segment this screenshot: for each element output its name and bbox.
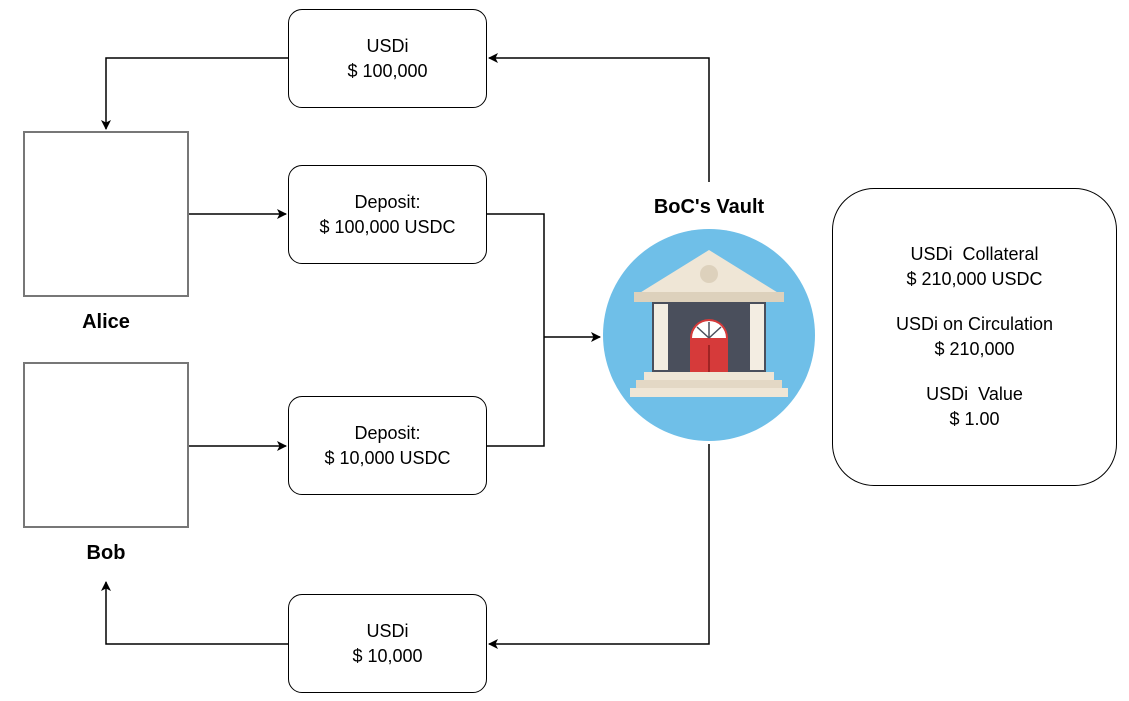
- arrow-usdi-to-alice: [101, 57, 288, 130]
- bank-icon: [603, 229, 815, 441]
- usdi-alice-amount: $ 100,000: [347, 60, 428, 81]
- deposit-bob-title: Deposit:: [354, 422, 421, 443]
- circulation-group: USDi on Circulation $ 210,000: [833, 312, 1116, 362]
- usdi-bob-title: USDi: [366, 620, 409, 641]
- deposit-alice-box: Deposit: $ 100,000 USDC: [288, 165, 487, 264]
- usdi-bob-amount: $ 10,000: [352, 645, 423, 666]
- value-label: USDi Value: [926, 384, 1023, 404]
- bob-frame: [23, 362, 189, 528]
- collateral-group: USDi Collateral $ 210,000 USDC: [833, 242, 1116, 292]
- arrow-vault-to-usdi-bob: [488, 444, 710, 649]
- deposit-alice-title: Deposit:: [354, 191, 421, 212]
- collateral-label: USDi Collateral: [910, 244, 1039, 264]
- circulation-value: $ 210,000: [934, 339, 1015, 359]
- line-deposit-bob-merge: [487, 337, 545, 447]
- alice-frame: [23, 131, 189, 297]
- value-group: USDi Value $ 1.00: [833, 382, 1116, 432]
- alice-label: Alice: [82, 311, 130, 333]
- deposit-bob-amount: $ 10,000 USDC: [324, 447, 451, 468]
- usdi-bob-box: USDi $ 10,000: [288, 594, 487, 693]
- arrow-usdi-to-bob: [101, 581, 288, 645]
- collateral-value: $ 210,000 USDC: [906, 269, 1043, 289]
- vault-title: BoC's Vault: [653, 196, 765, 218]
- usdi-alice-box: USDi $ 100,000: [288, 9, 487, 108]
- bob-label: Bob: [86, 542, 126, 564]
- usdi-alice-title: USDi: [366, 35, 409, 56]
- deposit-alice-amount: $ 100,000 USDC: [319, 216, 456, 237]
- line-deposit-alice-merge: [487, 213, 545, 337]
- circulation-label: USDi on Circulation: [895, 314, 1054, 334]
- usdi-info-panel: USDi Collateral $ 210,000 USDC USDi on C…: [832, 188, 1117, 486]
- deposit-bob-box: Deposit: $ 10,000 USDC: [288, 396, 487, 495]
- arrow-vault-to-usdi-alice: [488, 53, 710, 182]
- value-value: $ 1.00: [949, 409, 1000, 429]
